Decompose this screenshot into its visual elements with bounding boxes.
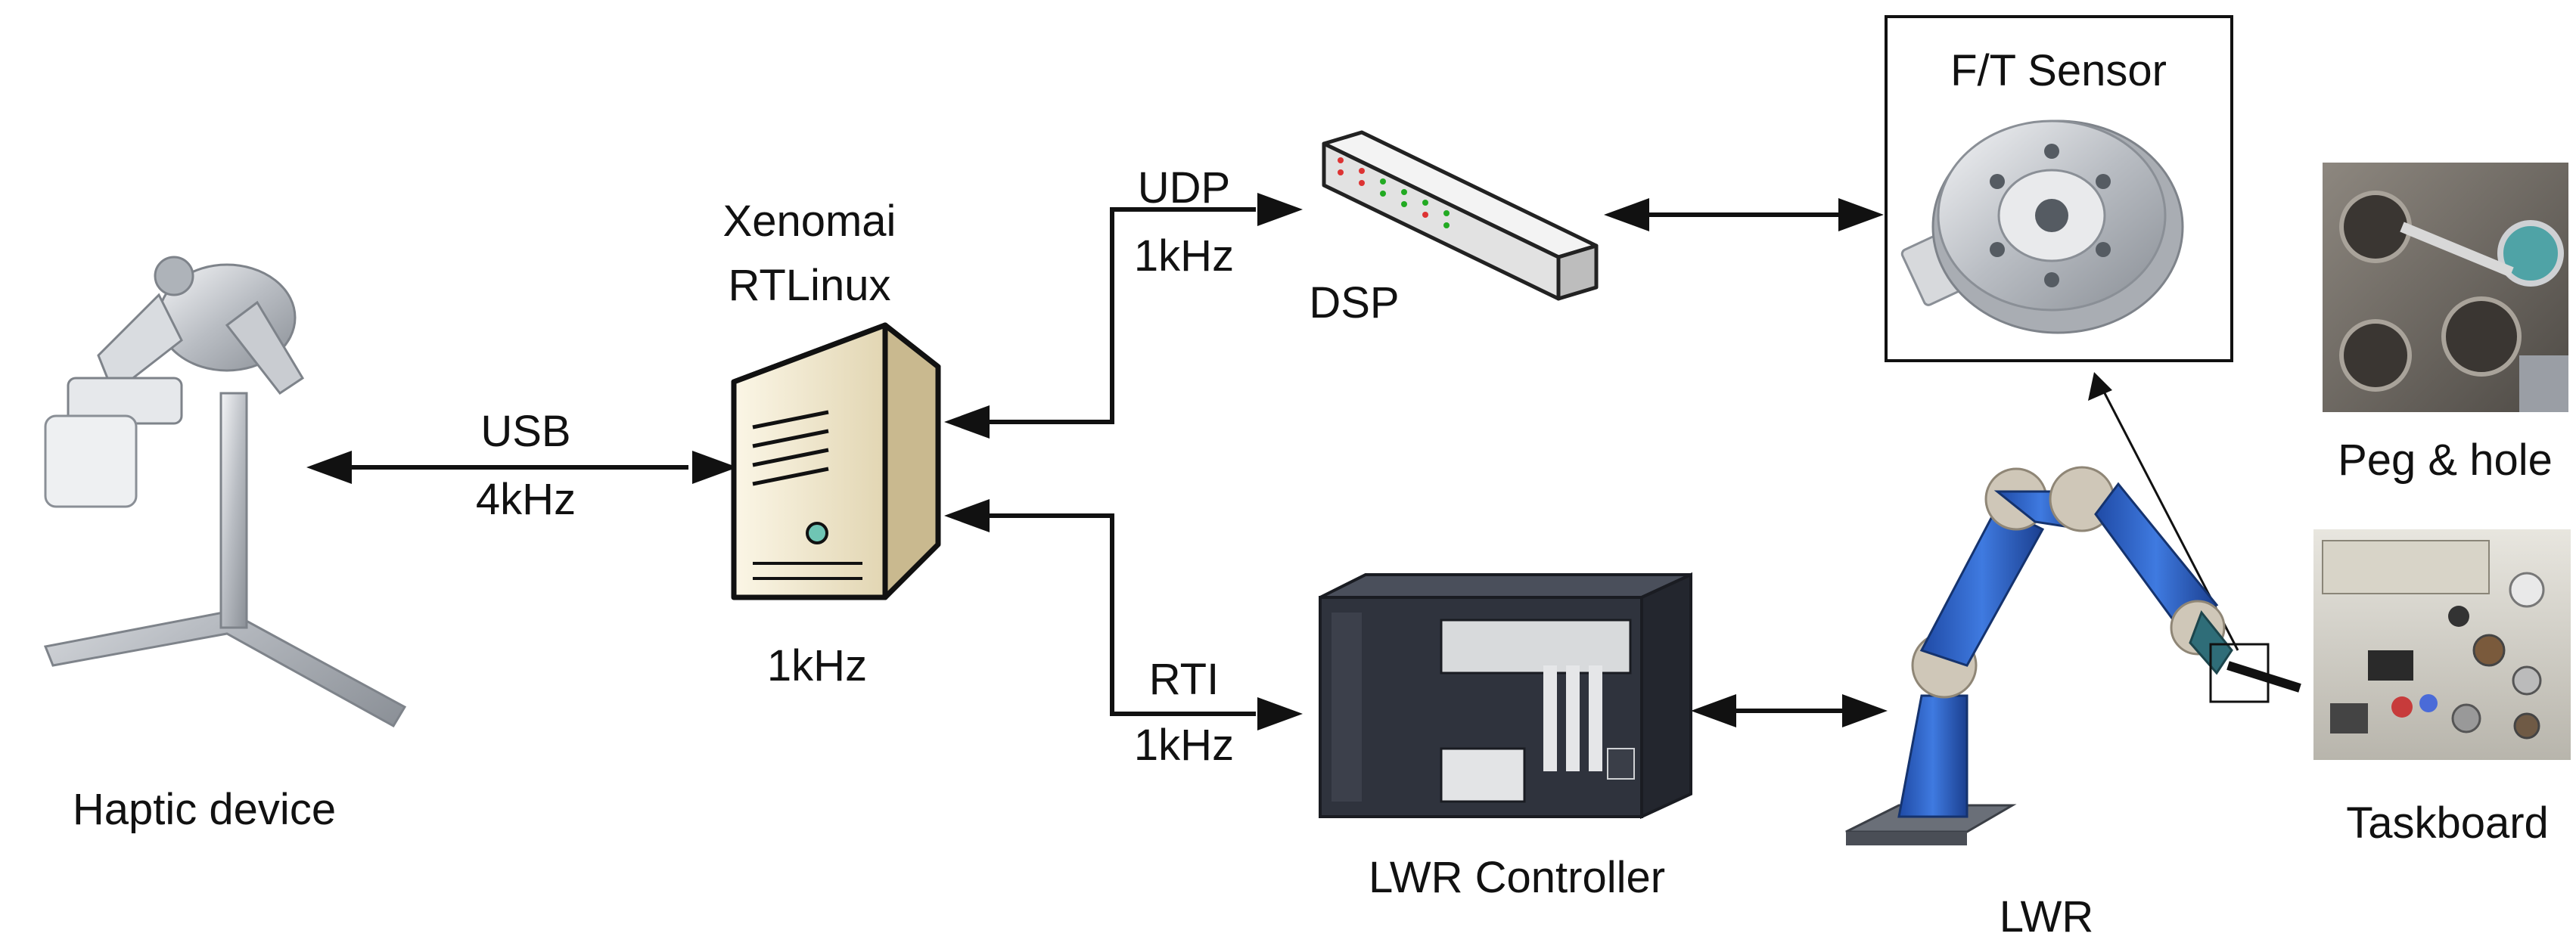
taskboard-photo	[2313, 529, 2571, 760]
haptic-device-icon	[43, 256, 407, 728]
pc-rate-label: 1kHz	[767, 641, 867, 690]
haptic-device-label: Haptic device	[73, 785, 336, 834]
lwr-label: LWR	[2000, 892, 2094, 941]
udp-arrow-pc	[944, 405, 990, 439]
ctrl-lwr-arrow-right	[1842, 694, 1888, 727]
udp-arrow-dsp	[1257, 193, 1303, 226]
rti-arrow-controller	[1257, 697, 1303, 730]
connections	[337, 207, 1854, 716]
taskboard-label: Taskboard	[2346, 799, 2549, 848]
usb-rate-label: 4kHz	[476, 475, 576, 524]
dsp-label: DSP	[1309, 278, 1399, 327]
udp-link	[976, 207, 1256, 424]
lwr-controller-icon	[1319, 572, 1692, 820]
peg-hole-photo	[2323, 163, 2568, 412]
usb-arrow-left	[306, 451, 352, 484]
lwr-controller-label: LWR Controller	[1369, 853, 1665, 902]
rtlinux-label: RTLinux	[729, 261, 891, 310]
rti-link	[976, 513, 1256, 716]
dsp-box-icon	[1322, 130, 1599, 301]
dsp-ft-arrow-left	[1604, 198, 1649, 231]
wrist-sensor-arrow	[2088, 372, 2112, 401]
arrowheads	[306, 193, 2112, 730]
dsp-ft-arrow-right	[1838, 198, 1884, 231]
peg-hole-label: Peg & hole	[2338, 436, 2553, 485]
udp-rate-label: 1kHz	[1134, 231, 1234, 281]
rti-rate-label: 1kHz	[1134, 721, 1234, 770]
dsp-leds	[1338, 157, 1450, 228]
lwr-robot-icon	[1845, 466, 2301, 845]
usb-arrow-right	[692, 451, 738, 484]
ft-sensor-label: F/T Sensor	[1950, 46, 2167, 95]
ft-sensor-icon	[1900, 119, 2184, 334]
rti-label: RTI	[1149, 655, 1219, 704]
rti-arrow-pc	[944, 499, 990, 532]
server-pc-icon	[731, 322, 941, 600]
usb-label: USB	[480, 407, 570, 456]
udp-label: UDP	[1138, 163, 1230, 212]
ctrl-lwr-arrow-left	[1691, 694, 1736, 727]
xenomai-label: Xenomai	[723, 197, 896, 246]
